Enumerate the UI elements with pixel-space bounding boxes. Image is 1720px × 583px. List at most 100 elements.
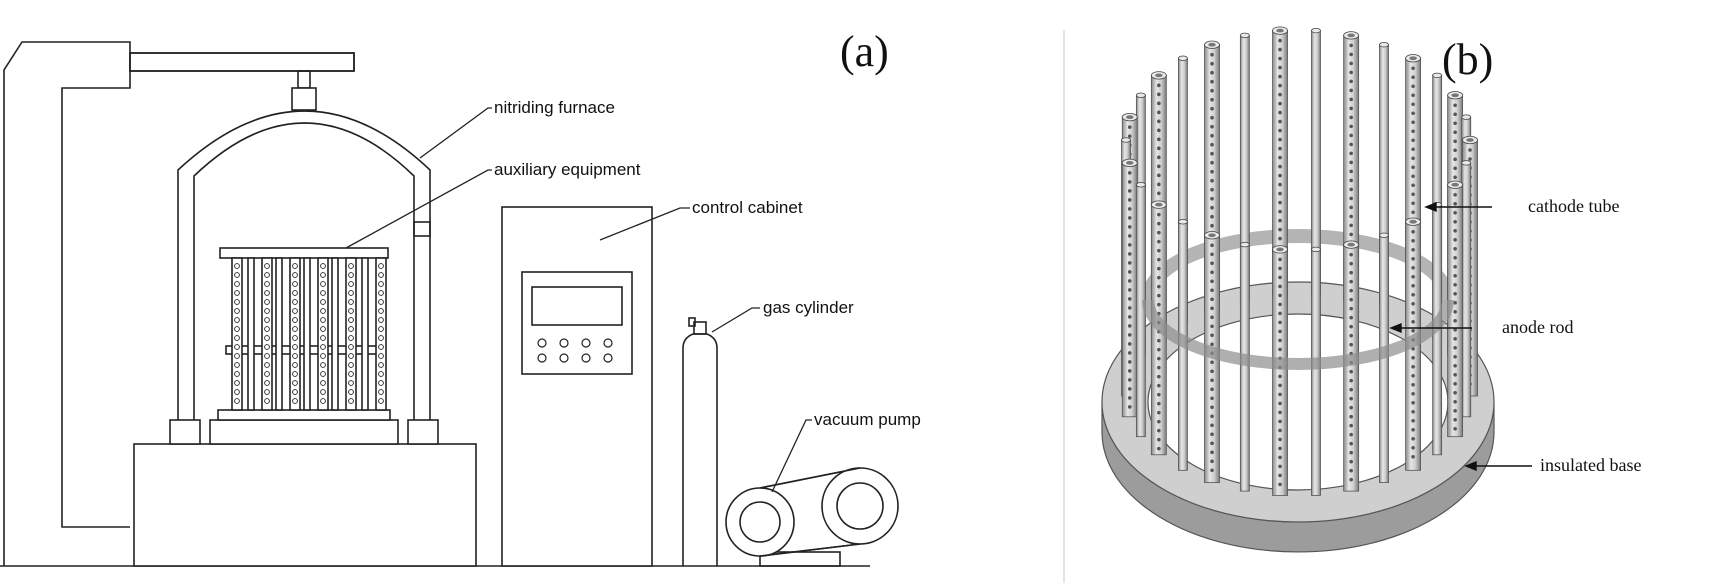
fixture-hole bbox=[348, 281, 354, 287]
fixture-hole bbox=[292, 380, 298, 386]
fixture-tube bbox=[375, 257, 387, 411]
leader-arrows bbox=[1389, 201, 1532, 472]
fixture-hole bbox=[348, 380, 354, 386]
fixture-hole bbox=[348, 326, 354, 332]
fixture-hole bbox=[234, 362, 240, 368]
fixture-hole bbox=[292, 398, 298, 404]
cabinet-button bbox=[581, 353, 591, 363]
fixture-hole bbox=[264, 317, 270, 323]
gas-cylinder bbox=[682, 317, 718, 566]
fixture-hole bbox=[292, 263, 298, 269]
fixture-hole bbox=[320, 398, 326, 404]
fixture-tube bbox=[303, 257, 311, 411]
fixture-hole bbox=[292, 281, 298, 287]
fixture-hole bbox=[234, 272, 240, 278]
fixture-hole bbox=[348, 389, 354, 395]
fixture-hole bbox=[264, 290, 270, 296]
lifting-crane bbox=[3, 41, 355, 566]
fixture-hole bbox=[264, 272, 270, 278]
fixture-hole bbox=[264, 389, 270, 395]
fixture-hole bbox=[378, 362, 384, 368]
fixture-hole bbox=[320, 335, 326, 341]
fixture-tube bbox=[317, 257, 329, 411]
fixture-hole bbox=[234, 326, 240, 332]
fixture-tube bbox=[261, 257, 273, 411]
label-vacuum-pump: vacuum pump bbox=[814, 410, 921, 429]
fixture-hole bbox=[348, 353, 354, 359]
panel-tag-a: (a) bbox=[840, 27, 889, 76]
fixture-hole bbox=[378, 290, 384, 296]
fixture-hole bbox=[234, 308, 240, 314]
fixture-hole bbox=[320, 263, 326, 269]
fixture-hole bbox=[348, 299, 354, 305]
fixture-hole bbox=[292, 290, 298, 296]
fixture-hole bbox=[264, 263, 270, 269]
fixture-hole bbox=[320, 362, 326, 368]
fixture-hole bbox=[234, 263, 240, 269]
fixture-hole bbox=[378, 389, 384, 395]
fixture-hole bbox=[378, 326, 384, 332]
middle-ring bbox=[1142, 299, 1454, 370]
fixture-hole bbox=[292, 299, 298, 305]
fixture-hole bbox=[234, 344, 240, 350]
fixture-render-svg: cathode tube anode rod insulated base (b… bbox=[1063, 26, 1641, 583]
fixture-hole bbox=[292, 389, 298, 395]
fixture-tube bbox=[275, 257, 283, 411]
fixture-hole bbox=[292, 353, 298, 359]
cathode-tube bbox=[1343, 240, 1360, 492]
cathode-tube bbox=[1272, 245, 1288, 496]
fixture-hole bbox=[320, 299, 326, 305]
panel-tag-b: (b) bbox=[1442, 35, 1493, 84]
label-insulated-base: insulated base bbox=[1540, 455, 1641, 475]
fixture-hole bbox=[292, 272, 298, 278]
fixture-hole bbox=[292, 371, 298, 377]
nitriding-furnace bbox=[169, 110, 439, 445]
apparatus-schematic-svg: nitriding furnace auxiliary equipment co… bbox=[0, 27, 921, 567]
fixture-tube bbox=[231, 257, 243, 411]
fixture-hole bbox=[264, 326, 270, 332]
fixture-hole bbox=[264, 362, 270, 368]
fixture-hole bbox=[378, 308, 384, 314]
fixture-tube bbox=[247, 257, 255, 411]
fixture-hole bbox=[348, 272, 354, 278]
fixture-hole bbox=[264, 281, 270, 287]
panel-a-apparatus-schematic: nitriding furnace auxiliary equipment co… bbox=[0, 27, 921, 567]
fixture-tube bbox=[345, 257, 357, 411]
fixture-hole bbox=[234, 335, 240, 341]
fixture-hole bbox=[320, 290, 326, 296]
label-auxiliary-equipment: auxiliary equipment bbox=[494, 160, 641, 179]
fixture-hole bbox=[320, 380, 326, 386]
fixture-hole bbox=[264, 353, 270, 359]
fixture-hole bbox=[292, 344, 298, 350]
furnace-base bbox=[133, 443, 477, 567]
cabinet-button bbox=[559, 338, 569, 348]
cabinet-button bbox=[559, 353, 569, 363]
fixture-hole bbox=[234, 353, 240, 359]
fixture-hole bbox=[320, 317, 326, 323]
fixture-hole bbox=[264, 398, 270, 404]
fixture-hole bbox=[292, 335, 298, 341]
fixture-hole bbox=[234, 389, 240, 395]
cabinet-buttons bbox=[537, 338, 613, 363]
fixture-hole bbox=[378, 371, 384, 377]
anode-rod bbox=[1239, 241, 1250, 492]
fixture-hole bbox=[348, 371, 354, 377]
fixture-hole bbox=[234, 371, 240, 377]
fixture-tube bbox=[331, 257, 339, 411]
fixture-hole bbox=[264, 308, 270, 314]
fixture-hole bbox=[348, 263, 354, 269]
cathode-tube bbox=[1204, 231, 1220, 484]
panel-b-fixture-render: cathode tube anode rod insulated base (b… bbox=[1060, 0, 1720, 583]
anode-rod bbox=[1311, 246, 1321, 496]
fixture-hole bbox=[378, 398, 384, 404]
fixture-hole bbox=[348, 344, 354, 350]
fixture-hole bbox=[264, 344, 270, 350]
fixture-hole bbox=[234, 398, 240, 404]
fixture-tube bbox=[361, 257, 369, 411]
fixture-hole bbox=[320, 272, 326, 278]
cabinet-button bbox=[581, 338, 591, 348]
fixture-hole bbox=[320, 371, 326, 377]
fixture-hole bbox=[320, 389, 326, 395]
fixture-hole bbox=[348, 335, 354, 341]
fixture-hole bbox=[378, 281, 384, 287]
